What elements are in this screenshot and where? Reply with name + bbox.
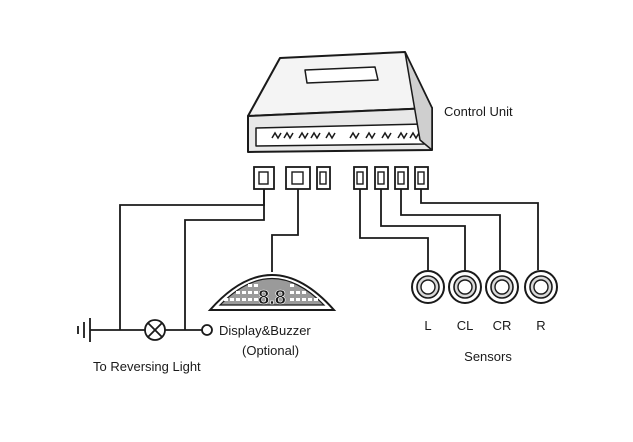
- sensor-label-cl: CL: [456, 318, 474, 333]
- wire-sensor-cl: [380, 189, 466, 270]
- wire-sensor-l: [359, 189, 429, 270]
- display-unit: 8.8: [207, 274, 337, 311]
- connector-display: [285, 166, 311, 190]
- connector-sensor-l: [353, 166, 368, 190]
- sensors-label: Sensors: [464, 349, 512, 364]
- display-buzzer-label: Display&Buzzer: [219, 323, 311, 338]
- connectors: [253, 166, 429, 190]
- control-unit-top: [247, 51, 433, 117]
- display-readout: 8.8: [258, 287, 286, 309]
- sensor-cl: [448, 270, 482, 304]
- sensor-label-l: L: [424, 318, 432, 333]
- control-unit-side: [404, 51, 433, 151]
- optional-label: (Optional): [242, 343, 300, 358]
- sensor-r: [524, 270, 558, 304]
- sensor-l: [411, 270, 445, 304]
- connector-aux: [316, 166, 331, 190]
- wire-power-inner: [184, 189, 265, 330]
- connector-sensor-cl: [374, 166, 389, 190]
- wire-sensor-r: [420, 189, 539, 270]
- sensor-cr: [485, 270, 519, 304]
- wire-sensor-cr: [400, 189, 501, 270]
- connector-sensor-cr: [394, 166, 409, 190]
- wire-display: [271, 189, 299, 272]
- sensor-group: [411, 270, 558, 304]
- connector-power: [253, 166, 275, 190]
- terminal-icon: [201, 324, 213, 336]
- display-dots: [224, 284, 318, 301]
- wires: [90, 189, 539, 331]
- lamp-icon: [144, 319, 166, 341]
- reversing-light-label: To Reversing Light: [93, 359, 201, 374]
- control-unit-panel: [255, 123, 425, 147]
- sensor-label-r: R: [536, 318, 546, 333]
- port-glyphs: [271, 131, 420, 140]
- sensor-label-cr: CR: [492, 318, 512, 333]
- ground-icon: [77, 318, 91, 342]
- control-unit: [247, 51, 433, 153]
- control-unit-label: Control Unit: [444, 104, 513, 119]
- control-unit-window: [304, 66, 379, 84]
- connector-sensor-r: [414, 166, 429, 190]
